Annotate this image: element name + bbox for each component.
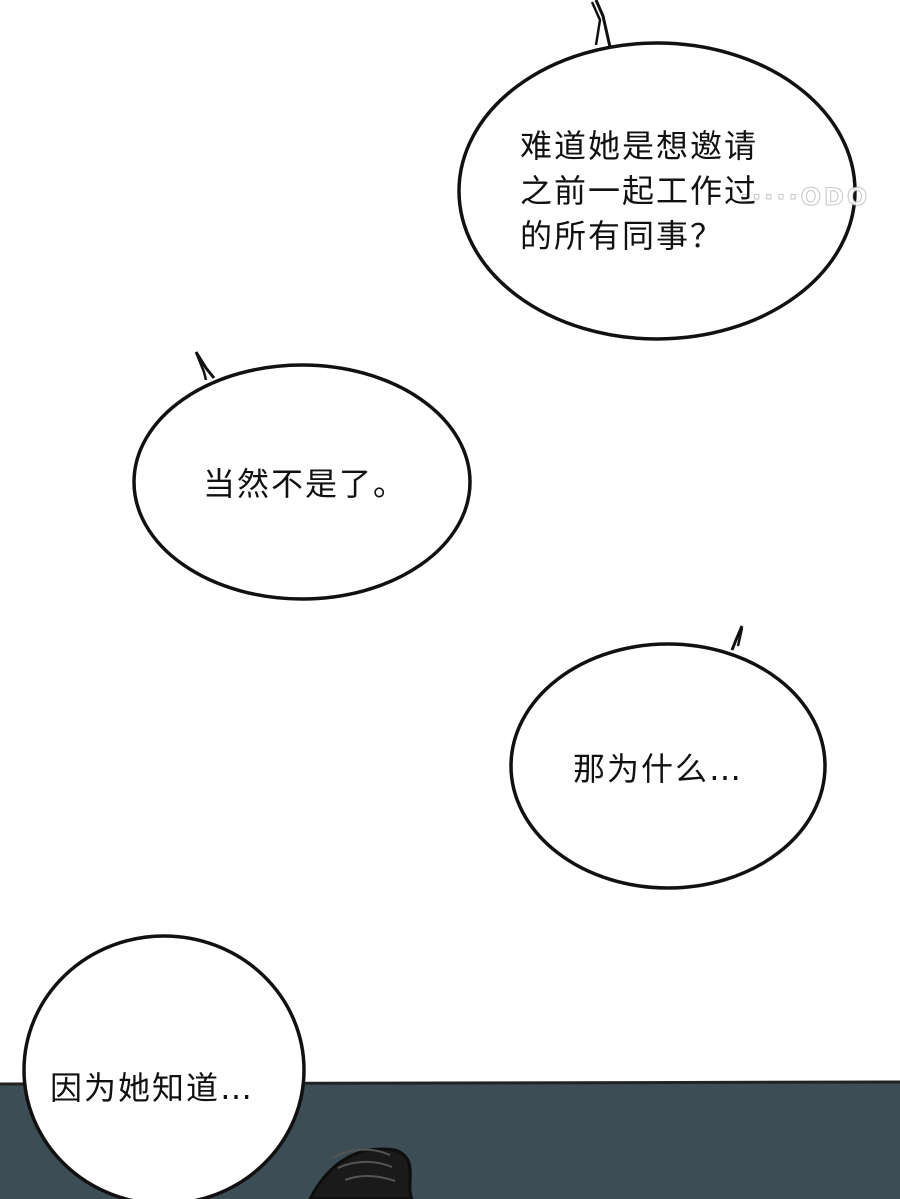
bubble-3-line-1: 那为什么… bbox=[573, 750, 744, 788]
speech-bubble-1-text: 难道她是想邀请 之前一起工作过 的所有同事？ bbox=[520, 124, 758, 259]
speech-bubble-3-text: 那为什么… bbox=[573, 747, 743, 792]
bubble-1-line-1: 难道她是想邀请 bbox=[520, 127, 759, 165]
bubble-2-line-1: 当然不是了。 bbox=[203, 465, 408, 503]
bubble-1-line-2: 之前一起工作过 bbox=[520, 172, 759, 210]
speech-bubble-4-text: 因为她知道… bbox=[50, 1066, 254, 1111]
character-hair bbox=[308, 1147, 414, 1199]
speech-bubble-2-text: 当然不是了。 bbox=[203, 462, 407, 507]
watermark-text: ·····ODO bbox=[739, 183, 871, 212]
speech-bubble-1 bbox=[457, 0, 857, 341]
bubble-4-line-1: 因为她知道… bbox=[50, 1069, 255, 1107]
speech-bubble-2 bbox=[132, 351, 472, 601]
bubble-1-line-3: 的所有同事？ bbox=[520, 217, 725, 255]
speech-bubble-4 bbox=[22, 934, 306, 1199]
speech-bubble-3 bbox=[509, 625, 827, 890]
